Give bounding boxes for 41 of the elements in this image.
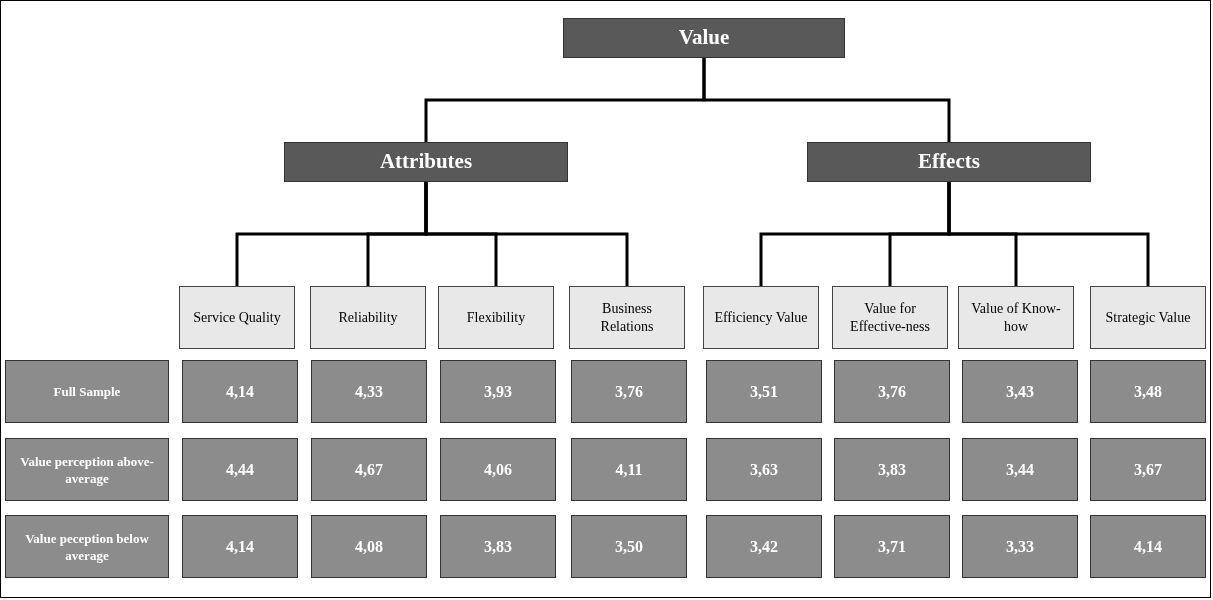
- value-cell: 3,50: [571, 515, 687, 578]
- value-cell: 3,76: [571, 360, 687, 423]
- attribute-box: Value for Effective-ness: [832, 286, 948, 349]
- value-cell: 4,14: [1090, 515, 1206, 578]
- value-cell: 3,42: [706, 515, 822, 578]
- value-cell: 4,33: [311, 360, 427, 423]
- connector-line: [424, 182, 629, 286]
- value-cell: 3,83: [834, 438, 950, 501]
- attribute-box: Flexibility: [438, 286, 554, 349]
- value-cell: 3,76: [834, 360, 950, 423]
- attribute-box: Value of Know-how: [958, 286, 1074, 349]
- value-cell: 3,33: [962, 515, 1078, 578]
- value-cell: 4,08: [311, 515, 427, 578]
- value-cell: 3,71: [834, 515, 950, 578]
- attribute-box: Service Quality: [179, 286, 295, 349]
- value-cell: 4,11: [571, 438, 687, 501]
- value-cell: 3,63: [706, 438, 822, 501]
- attribute-box: Reliability: [310, 286, 426, 349]
- attribute-box: Strategic Value: [1090, 286, 1206, 349]
- value-cell: 4,44: [182, 438, 298, 501]
- value-cell: 3,93: [440, 360, 556, 423]
- row-header-cell: Value perception above-average: [5, 438, 169, 501]
- value-cell: 4,14: [182, 515, 298, 578]
- value-cell: 4,67: [311, 438, 427, 501]
- connector-line: [702, 58, 951, 142]
- value-cell: 3,67: [1090, 438, 1206, 501]
- connector-line: [947, 182, 1150, 286]
- value-cell: 3,44: [962, 438, 1078, 501]
- value-cell: 3,51: [706, 360, 822, 423]
- row-header-cell: Value peception below average: [5, 515, 169, 578]
- attribute-box: Efficiency Value: [703, 286, 819, 349]
- category-box: Effects: [807, 142, 1091, 182]
- value-cell: 3,83: [440, 515, 556, 578]
- category-box: Attributes: [284, 142, 568, 182]
- category-box: Value: [563, 18, 845, 58]
- value-cell: 3,48: [1090, 360, 1206, 423]
- row-header-cell: Full Sample: [5, 360, 169, 423]
- value-cell: 4,06: [440, 438, 556, 501]
- value-cell: 4,14: [182, 360, 298, 423]
- value-cell: 3,43: [962, 360, 1078, 423]
- attribute-box: Business Relations: [569, 286, 685, 349]
